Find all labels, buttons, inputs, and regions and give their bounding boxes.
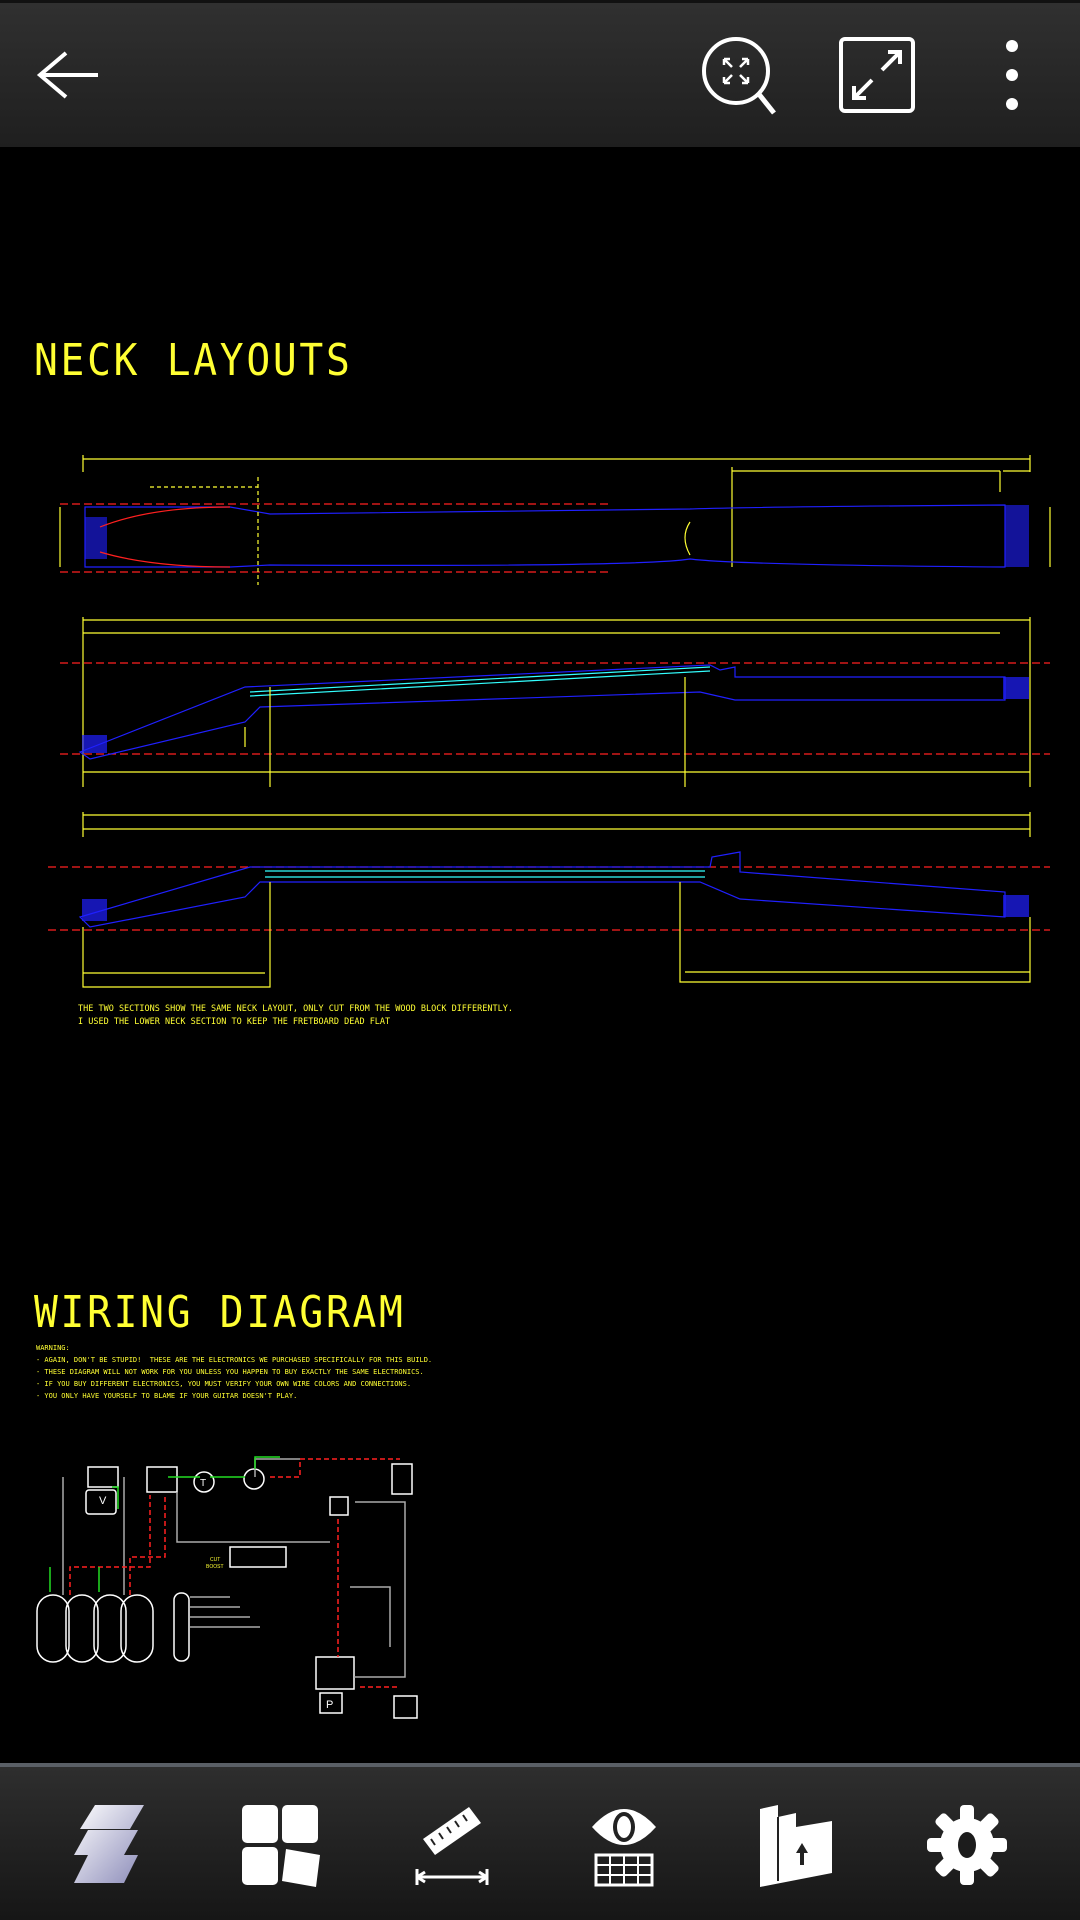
view-button[interactable]	[576, 1797, 672, 1893]
neck-layout-top-view	[59, 455, 1051, 585]
neck-layout-drawings: V T P CUT BOOST	[36, 455, 1051, 1719]
more-menu-button[interactable]	[970, 33, 1054, 117]
neck-note-1: THE TWO SECTIONS SHOW THE SAME NECK LAYO…	[78, 1004, 513, 1014]
layouts-button[interactable]	[234, 1797, 330, 1893]
zoom-extents-icon	[702, 37, 776, 115]
view-icon	[592, 1809, 656, 1887]
drawing-canvas[interactable]: NECK LAYOUTS	[0, 147, 1080, 1763]
wiring-diagram: V T P CUT BOOST	[36, 1456, 418, 1719]
warning-line-2: - THESE DIAGRAM WILL NOT WORK FOR YOU UN…	[36, 1368, 424, 1376]
export-icon	[760, 1805, 832, 1887]
wiring-diagram-title: WIRING DIAGRAM	[34, 1287, 406, 1338]
back-button[interactable]	[25, 33, 109, 117]
neck-layouts-title: NECK LAYOUTS	[34, 335, 353, 386]
warning-line-1: - AGAIN, DON'T BE STUPID! THESE ARE THE …	[36, 1356, 433, 1364]
measure-icon	[415, 1807, 489, 1885]
layers-button[interactable]	[62, 1797, 158, 1893]
boost-label: BOOST	[206, 1564, 224, 1570]
neck-layout-side-view	[60, 617, 1050, 787]
neck-note-2: I USED THE LOWER NECK SECTION TO KEEP TH…	[78, 1017, 391, 1027]
warning-heading: WARNING:	[36, 1344, 70, 1352]
more-vert-icon	[1006, 40, 1018, 110]
neck-layout-flat-fretboard-view	[48, 812, 1050, 988]
cut-label: CUT	[210, 1557, 220, 1563]
warning-line-4: - YOU ONLY HAVE YOURSELF TO BLAME IF YOU…	[36, 1392, 298, 1400]
fullscreen-icon	[839, 37, 915, 113]
preamp-label: P	[326, 1699, 333, 1711]
back-arrow-icon	[36, 51, 98, 99]
volume-pot-label: V	[99, 1495, 107, 1507]
settings-button[interactable]	[919, 1797, 1015, 1893]
bottom-toolbar	[0, 1763, 1080, 1920]
fullscreen-button[interactable]	[835, 33, 919, 117]
layouts-icon	[242, 1805, 320, 1887]
export-button[interactable]	[748, 1797, 844, 1893]
zoom-extents-button[interactable]	[698, 33, 782, 117]
layers-icon	[74, 1805, 144, 1883]
top-toolbar	[0, 0, 1080, 147]
warning-line-3: - IF YOU BUY DIFFERENT ELECTRONICS, YOU …	[36, 1380, 412, 1388]
settings-icon	[927, 1805, 1007, 1885]
measure-button[interactable]	[405, 1797, 501, 1893]
tone-pot-label: T	[200, 1478, 206, 1489]
